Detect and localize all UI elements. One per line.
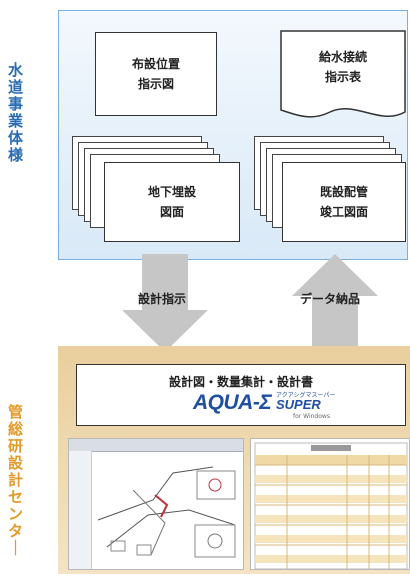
vertical-label-char: ン	[8, 505, 24, 523]
underground-drawing-box: 地下埋設 図面	[104, 162, 240, 242]
vertical-label-char: 設	[8, 454, 24, 472]
vertical-label-char: 管	[8, 403, 24, 421]
spreadsheet-screenshot	[250, 438, 410, 570]
vertical-label-char: 事	[8, 95, 24, 113]
deliverables-caption: 設計図・数量集計・設計書	[168, 375, 313, 389]
existing-pipe-drawing-box: 既設配管 竣工図面	[282, 162, 406, 242]
design-instruction-label: 設計指示	[138, 292, 187, 306]
cad-screenshot	[68, 438, 244, 570]
vertical-label-char: 総	[8, 420, 24, 438]
placement-diagram-box: 布設位置 指示図	[95, 32, 217, 116]
logo-sub-text: for Windows	[293, 413, 330, 420]
down-arrow	[122, 254, 208, 352]
spreadsheet-grid	[254, 442, 408, 569]
logo-kana-text: アクアシグマスーパー	[276, 392, 336, 399]
supply-table-label: 給水接続 指示表	[318, 50, 367, 84]
cad-tool-panel	[69, 451, 92, 569]
logo-super-text: SUPER	[276, 397, 321, 412]
supply-table-document	[280, 30, 406, 118]
vertical-label-char: タ	[8, 522, 24, 540]
product-box: 設計図・数量集計・設計書 AQUA-Σ アクアシグマスーパー SUPER for…	[76, 364, 406, 426]
design-center-label: 管総研設計センタ｜	[8, 404, 23, 557]
vertical-label-char: 様	[8, 146, 24, 164]
up-arrow	[292, 254, 378, 352]
cad-drawing	[97, 466, 236, 558]
logo-main-text: AQUA-Σ	[193, 391, 272, 414]
vertical-label-char: 水	[8, 61, 24, 79]
vertical-label-char: 計	[8, 471, 24, 489]
vertical-label-char: セ	[8, 488, 24, 506]
cad-window-titlebar	[69, 439, 243, 452]
data-delivery-label: データ納品	[300, 292, 361, 306]
aqua-sigma-logo: AQUA-Σ アクアシグマスーパー SUPER for Windows	[193, 391, 335, 421]
water-utility-label: 水道事業体様	[8, 62, 23, 164]
vertical-label-char: 研	[8, 437, 24, 455]
vertical-label-char: 体	[8, 129, 24, 147]
vertical-label-char: 道	[8, 78, 24, 96]
vertical-label-char: 業	[8, 112, 24, 130]
vertical-label-char: ｜	[8, 539, 24, 557]
